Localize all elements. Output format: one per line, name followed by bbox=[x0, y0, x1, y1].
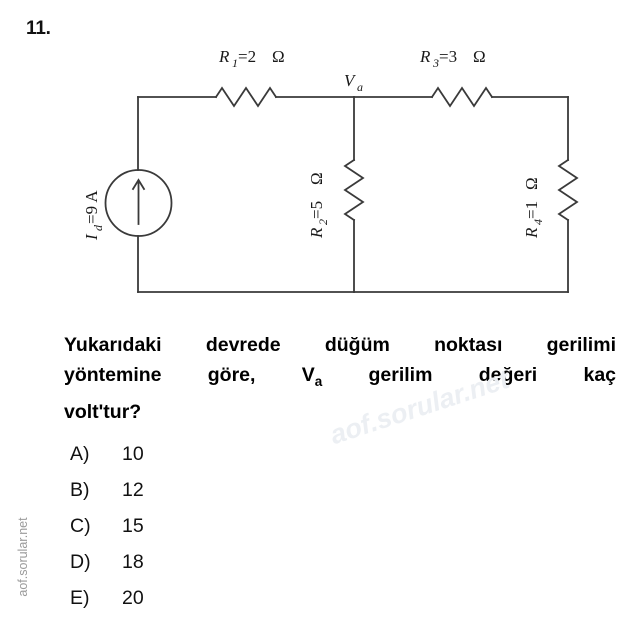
label-current-source: I d =9 A bbox=[82, 190, 105, 241]
resistor-r3-zigzag bbox=[430, 86, 494, 108]
label-r2-unit: Ω bbox=[307, 172, 326, 185]
label-r2-value: =5 bbox=[307, 201, 326, 219]
question-text: Yukarıdaki devrede düğüm noktası gerilim… bbox=[64, 330, 616, 427]
question-line-2: yöntemine göre, Va gerilim değeri kaç bbox=[64, 364, 617, 389]
option-c-letter: C) bbox=[70, 515, 91, 537]
label-va-sub: a bbox=[357, 80, 363, 94]
option-e-letter: E) bbox=[70, 587, 90, 609]
label-id-symbol: I bbox=[82, 233, 101, 241]
label-r3-sub: 3 bbox=[432, 56, 439, 70]
label-r3-value: =3 bbox=[439, 47, 457, 66]
label-r1: R 1 =2 Ω bbox=[218, 47, 285, 70]
label-r1-symbol: R bbox=[218, 47, 230, 66]
label-r1-unit: Ω bbox=[272, 47, 285, 66]
label-r4-sub: 4 bbox=[531, 219, 545, 225]
option-a[interactable]: A) 10 bbox=[70, 443, 330, 479]
label-va-symbol: V bbox=[344, 71, 357, 90]
label-r3: R 3 =3 Ω bbox=[419, 47, 486, 70]
question-number: 11. bbox=[26, 18, 51, 39]
watermark-vertical: aof.sorular.net bbox=[16, 517, 30, 597]
label-r4-symbol: R bbox=[522, 227, 541, 239]
circuit-diagram: R 1 =2 Ω R 3 =3 Ω V a R 2 =5 Ω bbox=[82, 47, 579, 293]
option-d-letter: D) bbox=[70, 551, 91, 573]
option-b[interactable]: B) 12 bbox=[70, 479, 330, 515]
option-e[interactable]: E) 20 bbox=[70, 587, 330, 623]
option-e-value: 20 bbox=[122, 587, 144, 609]
label-r1-value: =2 bbox=[238, 47, 256, 66]
options-list: A) 10 B) 12 C) 15 D) 18 E) 20 bbox=[70, 443, 330, 623]
label-r1-sub: 1 bbox=[232, 56, 238, 70]
label-r3-symbol: R bbox=[419, 47, 431, 66]
label-r4: R 4 =1 Ω bbox=[522, 177, 545, 239]
option-b-value: 12 bbox=[122, 479, 144, 501]
option-a-letter: A) bbox=[70, 443, 90, 465]
resistor-r4-zigzag bbox=[557, 158, 579, 222]
option-b-letter: B) bbox=[70, 479, 90, 501]
label-id-value: =9 A bbox=[82, 190, 101, 224]
label-r4-unit: Ω bbox=[522, 177, 541, 190]
label-r2-symbol: R bbox=[307, 227, 326, 239]
label-r4-value: =1 bbox=[522, 201, 541, 219]
option-d-value: 18 bbox=[122, 551, 144, 573]
question-line-3: volt'tur? bbox=[64, 400, 142, 423]
resistor-r2-zigzag bbox=[343, 158, 365, 222]
label-r2-sub: 2 bbox=[316, 219, 330, 225]
inline-va-subscript: a bbox=[314, 373, 323, 389]
resistor-r1-zigzag bbox=[214, 86, 278, 108]
label-id-sub: d bbox=[91, 224, 105, 231]
question-line-1: Yukarıdaki devrede düğüm noktası gerilim… bbox=[64, 334, 616, 356]
label-node-va: V a bbox=[344, 71, 363, 94]
circuit-svg: R 1 =2 Ω R 3 =3 Ω V a R 2 =5 Ω bbox=[82, 47, 579, 293]
inline-va-symbol: V bbox=[301, 364, 315, 386]
option-a-value: 10 bbox=[122, 443, 144, 465]
option-c-value: 15 bbox=[122, 515, 144, 537]
option-d[interactable]: D) 18 bbox=[70, 551, 330, 587]
current-source-arrow-head bbox=[131, 178, 146, 191]
option-c[interactable]: C) 15 bbox=[70, 515, 330, 551]
label-r2: R 2 =5 Ω bbox=[307, 172, 330, 239]
label-r3-unit: Ω bbox=[473, 47, 486, 66]
